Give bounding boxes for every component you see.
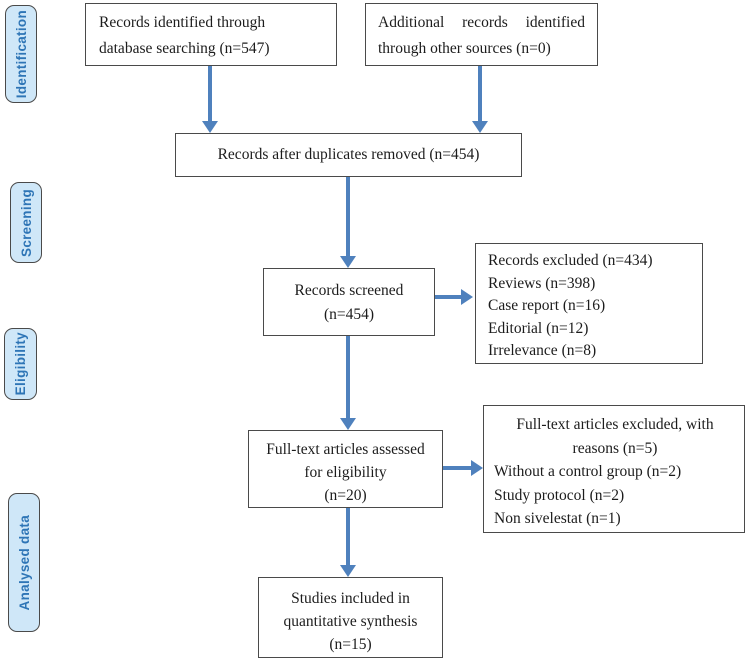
stage-eligibility-label: Eligibility (13, 332, 28, 396)
arrow-fulltext-to-excluded (443, 466, 471, 470)
box-records-identified-line1: Records identified through (99, 14, 266, 31)
box-fulltext-excluded-line5: Non sivelestat (n=1) (494, 510, 621, 527)
box-records-excluded: Records excluded (n=434) Reviews (n=398)… (475, 243, 703, 364)
box-studies-included-line2: quantitative synthesis (283, 613, 418, 630)
stage-eligibility: Eligibility (4, 328, 37, 400)
arrow-fulltext-to-included (346, 508, 350, 565)
box-fulltext-assessed-line2: for eligibility (304, 464, 387, 481)
stage-screening-label: Screening (18, 188, 34, 257)
stage-analysed-data-label: Analysed data (16, 514, 32, 611)
box-records-excluded-line5: Irrelevance (n=8) (488, 342, 597, 359)
arrow-identified-to-duplicates (208, 66, 212, 121)
stage-analysed-data: Analysed data (8, 493, 40, 632)
arrow-fulltext-to-included-head (340, 565, 356, 577)
box-fulltext-excluded: Full-text articles excluded, with reason… (483, 405, 745, 533)
arrow-additional-to-duplicates-head (472, 121, 488, 133)
arrow-duplicates-to-screened (346, 177, 350, 256)
arrow-duplicates-to-screened-head (340, 256, 356, 268)
box-records-excluded-line2: Reviews (n=398) (488, 274, 596, 292)
box-records-excluded-line3: Case report (n=16) (488, 297, 606, 314)
box-additional-records-line1: Additional records identified (378, 14, 585, 31)
arrow-screened-to-fulltext-head (340, 418, 356, 430)
box-records-identified: Records identified through database sear… (85, 3, 337, 66)
stage-identification: Identification (5, 5, 37, 103)
stage-identification-label: Identification (13, 9, 29, 99)
box-fulltext-excluded-line4: Study protocol (n=2) (494, 486, 625, 504)
box-fulltext-assessed: Full-text articles assessed for eligibil… (248, 430, 443, 508)
box-records-screened-line1: Records screened (294, 282, 404, 299)
arrow-identified-to-duplicates-head (202, 121, 218, 133)
box-fulltext-assessed-line3: (n=20) (324, 487, 367, 504)
box-fulltext-assessed-line1: Full-text articles assessed (266, 441, 425, 458)
arrow-screened-to-fulltext (346, 336, 350, 418)
arrow-fulltext-to-excluded-head (471, 460, 483, 476)
box-fulltext-excluded-line1: Full-text articles excluded, with (516, 416, 714, 433)
box-studies-included-line3: (n=15) (329, 636, 372, 653)
box-records-screened-line2: (n=454) (323, 306, 375, 323)
box-duplicates-removed-text: Records after duplicates removed (n=454) (217, 146, 480, 163)
box-records-excluded-line1: Records excluded (n=434) (488, 252, 653, 269)
box-records-screened: Records screened (n=454) (263, 268, 435, 336)
box-additional-records-line2: through other sources (n=0) (378, 40, 551, 57)
box-studies-included: Studies included in quantitative synthes… (258, 577, 443, 658)
box-fulltext-excluded-line3: Without a control group (n=2) (494, 463, 682, 480)
arrow-screened-to-excluded-head (461, 289, 473, 305)
box-records-identified-line2: database searching (n=547) (99, 40, 270, 57)
box-additional-records: Additional records identified through ot… (365, 3, 598, 66)
box-studies-included-line1: Studies included in (291, 590, 410, 607)
stage-screening: Screening (10, 182, 42, 263)
arrow-screened-to-excluded (435, 295, 461, 299)
box-fulltext-excluded-line2: reasons (n=5) (572, 439, 658, 457)
box-records-excluded-line4: Editorial (n=12) (488, 319, 589, 337)
box-duplicates-removed: Records after duplicates removed (n=454) (175, 133, 522, 177)
arrow-additional-to-duplicates (478, 66, 482, 121)
